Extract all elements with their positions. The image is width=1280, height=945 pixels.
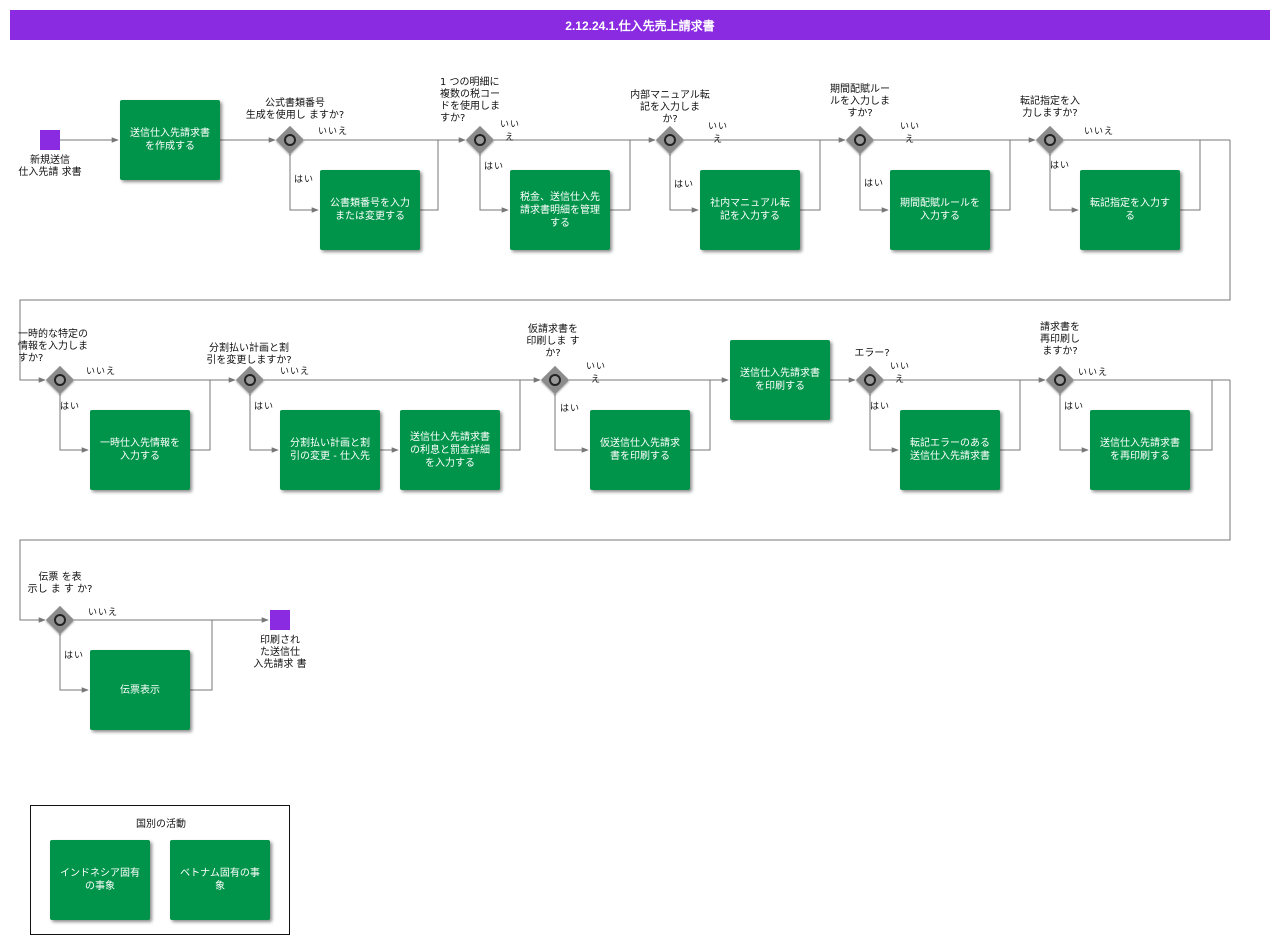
g6-no-label: いいえ [86, 367, 117, 377]
flow-task5-back [990, 140, 1011, 211]
g5-no-label: いいえ [1084, 127, 1115, 137]
task-manage-tax-lines[interactable]: 税金、送信仕入先 請求書明細を管理 する [510, 170, 610, 250]
flow-task14-back [190, 620, 213, 691]
flow-task7-back [190, 380, 211, 451]
flow-g6-yes [59, 394, 89, 453]
flow-wrap-1 [19, 140, 1231, 383]
gateway-installment-label: 分割払い計画と割 引を変更しますか? [206, 343, 292, 366]
g3-no-label: いい え [708, 122, 729, 145]
gateway-voucher-label: 伝票 を表 示し ま す か? [27, 572, 93, 595]
g11-no-label: いいえ [88, 608, 119, 618]
flow-g4-yes [859, 154, 889, 213]
g4-no-label: いい え [900, 122, 921, 145]
g1-no-label: いいえ [318, 127, 349, 137]
g7-yes-label: はい [254, 402, 275, 412]
task-installment-plan[interactable]: 分割払い計画と割 引の変更 - 仕入先 [280, 410, 380, 490]
diagram-title: 2.12.24.1.仕入先売上請求書 [10, 10, 1270, 40]
task-print-invoice[interactable]: 送信仕入先請求書 を印刷する [730, 340, 830, 420]
end-event-label: 印刷され た送信仕 入先請求 書 [253, 635, 307, 670]
flow-task3-back [610, 140, 631, 211]
gateway-error-label: エラー? [854, 348, 890, 359]
legend-indonesia-task[interactable]: インドネシア固有 の事象 [50, 840, 150, 920]
task-onetime-supplier[interactable]: 一時仕入先情報を 入力する [90, 410, 190, 490]
task-create-invoice[interactable]: 送信仕入先請求書 を作成する [120, 100, 220, 180]
gateway-official-number-label: 公式書類番号 生成を使用し ますか? [245, 98, 345, 121]
g10-yes-label: はい [1064, 402, 1085, 412]
g2-no-label: いい え [500, 120, 521, 143]
gateway-multiple-tax-label: 1 つの明細に 複数の税コー ドを使用しま すか? [440, 77, 500, 124]
flow-g1-yes [289, 154, 319, 213]
gateway-reprint-label: 請求書を 再印刷し ますか? [1040, 322, 1080, 357]
g1-yes-label: はい [294, 175, 315, 185]
task-reprint-invoice[interactable]: 送信仕入先請求書 を再印刷する [1090, 410, 1190, 490]
flow-g11-yes [59, 634, 89, 693]
flow-task10-back [690, 380, 711, 451]
flow-task6-back [1180, 140, 1201, 211]
legend-vietnam-task[interactable]: ベトナム固有の事 象 [170, 840, 270, 920]
g7-no-label: いいえ [280, 367, 311, 377]
task-print-proforma[interactable]: 仮送信仕入先請求 書を印刷する [590, 410, 690, 490]
g5-yes-label: はい [1050, 161, 1071, 171]
g6-yes-label: はい [60, 402, 81, 412]
flow-task9-back [500, 380, 521, 451]
flow-g3-yes [669, 154, 699, 213]
gateway-proforma-label: 仮請求書を 印刷しま す か? [526, 324, 580, 359]
g8-yes-label: はい [560, 404, 581, 414]
task-manual-posting[interactable]: 社内マニュアル転 記を入力する [700, 170, 800, 250]
g2-yes-label: はい [484, 162, 505, 172]
g11-yes-label: はい [64, 651, 85, 661]
g8-no-label: いい え [586, 362, 607, 385]
task-interest-penalty[interactable]: 送信仕入先請求書 の利息と罰金詳細 を入力する [400, 410, 500, 490]
flow-g9-yes [869, 394, 899, 453]
flow-g10-yes [1059, 394, 1089, 453]
task-posting-spec[interactable]: 転記指定を入力す る [1080, 170, 1180, 250]
flow-g7-yes [249, 394, 279, 453]
g9-yes-label: はい [870, 402, 891, 412]
end-event[interactable] [270, 610, 290, 630]
flow-task2-back [420, 140, 439, 211]
flow-g2-yes [479, 154, 509, 213]
gateway-onetime-label: 一時的な特定の 情報を入力しま すか? [18, 329, 88, 364]
task-allocation-rules[interactable]: 期間配賦ルールを 入力する [890, 170, 990, 250]
legend-country-activities: 国別の活動 インドネシア固有 の事象 ベトナム固有の事 象 [30, 805, 290, 935]
g3-yes-label: はい [674, 180, 695, 190]
flow-task12-back [1000, 380, 1021, 451]
task-enter-official-number[interactable]: 公書類番号を入力 または変更する [320, 170, 420, 250]
g10-no-label: いいえ [1078, 368, 1109, 378]
legend-title: 国別の活動 [136, 819, 186, 830]
start-event[interactable] [40, 130, 60, 150]
gateway-posting-spec-label: 転記指定を入 力しますか? [1020, 96, 1080, 119]
g9-no-label: いい え [890, 362, 911, 385]
flow-task13-back [1190, 380, 1213, 451]
task-posting-error[interactable]: 転記エラーのある 送信仕入先請求書 [900, 410, 1000, 490]
flow-task4-back [800, 140, 821, 211]
flow-g5-yes [1049, 154, 1079, 213]
flow-wrap-2 [19, 380, 1231, 623]
task-voucher-display[interactable]: 伝票表示 [90, 650, 190, 730]
g4-yes-label: はい [864, 179, 885, 189]
gateway-allocation-label: 期間配賦ルー ルを入力しま すか? [830, 84, 890, 119]
gateway-manual-posting-label: 内部マニュアル転 記を入力しま か? [630, 90, 710, 125]
flow-g8-yes [554, 394, 589, 453]
start-event-label: 新規送信 仕入先請 求書 [18, 155, 82, 178]
